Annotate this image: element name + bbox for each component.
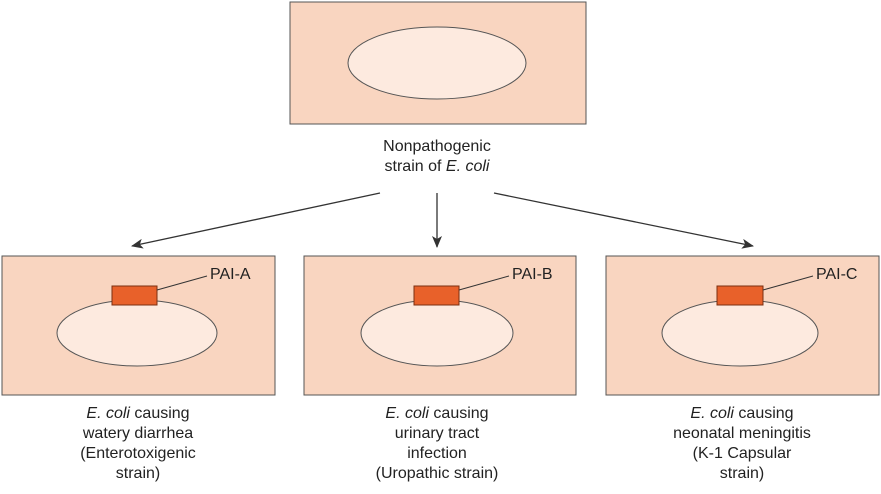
species-name: E. coli	[385, 405, 429, 422]
arrow-to-strain-c	[493, 192, 754, 249]
caption-line: strain of E. coli	[337, 157, 537, 177]
pai-block	[413, 285, 460, 306]
pai-leader-line	[156, 275, 208, 291]
caption-line: E. coli causing	[337, 404, 537, 424]
caption-text: causing	[733, 405, 794, 422]
nonpathogenic-cell	[289, 1, 587, 125]
caption-line: (K-1 Capsular	[692, 445, 792, 462]
chromosome-ellipse	[360, 299, 514, 367]
strain-b-caption: E. coli causing urinary tract infection …	[337, 404, 537, 484]
caption-line: infection	[407, 445, 467, 462]
strain-a-cell	[1, 255, 276, 396]
caption-text: causing	[129, 405, 190, 422]
caption-line: E. coli causing	[642, 404, 842, 424]
pai-b-label: PAI-B	[512, 266, 553, 283]
species-name: E. coli	[690, 405, 734, 422]
pai-c-label: PAI-C	[816, 266, 858, 283]
pai-block	[111, 285, 158, 306]
caption-line: (Uropathic strain)	[375, 465, 499, 482]
species-name: E. coli	[86, 405, 130, 422]
strain-c-caption: E. coli causing neonatal meningitis (K-1…	[642, 404, 842, 484]
caption-text: strain of	[384, 158, 446, 175]
chromosome-ellipse	[347, 26, 527, 100]
caption-line: strain)	[115, 465, 161, 482]
strain-a-caption: E. coli causing watery diarrhea (Enterot…	[38, 404, 238, 484]
caption-line: Nonpathogenic	[383, 138, 491, 155]
caption-line: strain)	[719, 465, 765, 482]
caption-line: E. coli causing	[38, 404, 238, 424]
pai-leader-line	[762, 275, 814, 291]
caption-line: neonatal meningitis	[673, 425, 811, 442]
pai-block	[716, 285, 764, 306]
caption-line: watery diarrhea	[82, 425, 194, 442]
strain-c-cell	[605, 255, 880, 396]
caption-line: urinary tract	[394, 425, 480, 442]
nonpathogenic-caption: Nonpathogenic strain of E. coli	[337, 137, 537, 177]
pai-a-label: PAI-A	[210, 266, 251, 283]
caption-text: causing	[428, 405, 489, 422]
chromosome-ellipse	[661, 299, 819, 367]
species-name: E. coli	[445, 158, 490, 175]
strain-b-cell	[303, 255, 577, 396]
caption-line: (Enterotoxigenic	[80, 445, 196, 462]
pai-leader-line	[458, 275, 510, 291]
arrow-to-strain-a	[131, 192, 381, 249]
chromosome-ellipse	[56, 299, 218, 367]
